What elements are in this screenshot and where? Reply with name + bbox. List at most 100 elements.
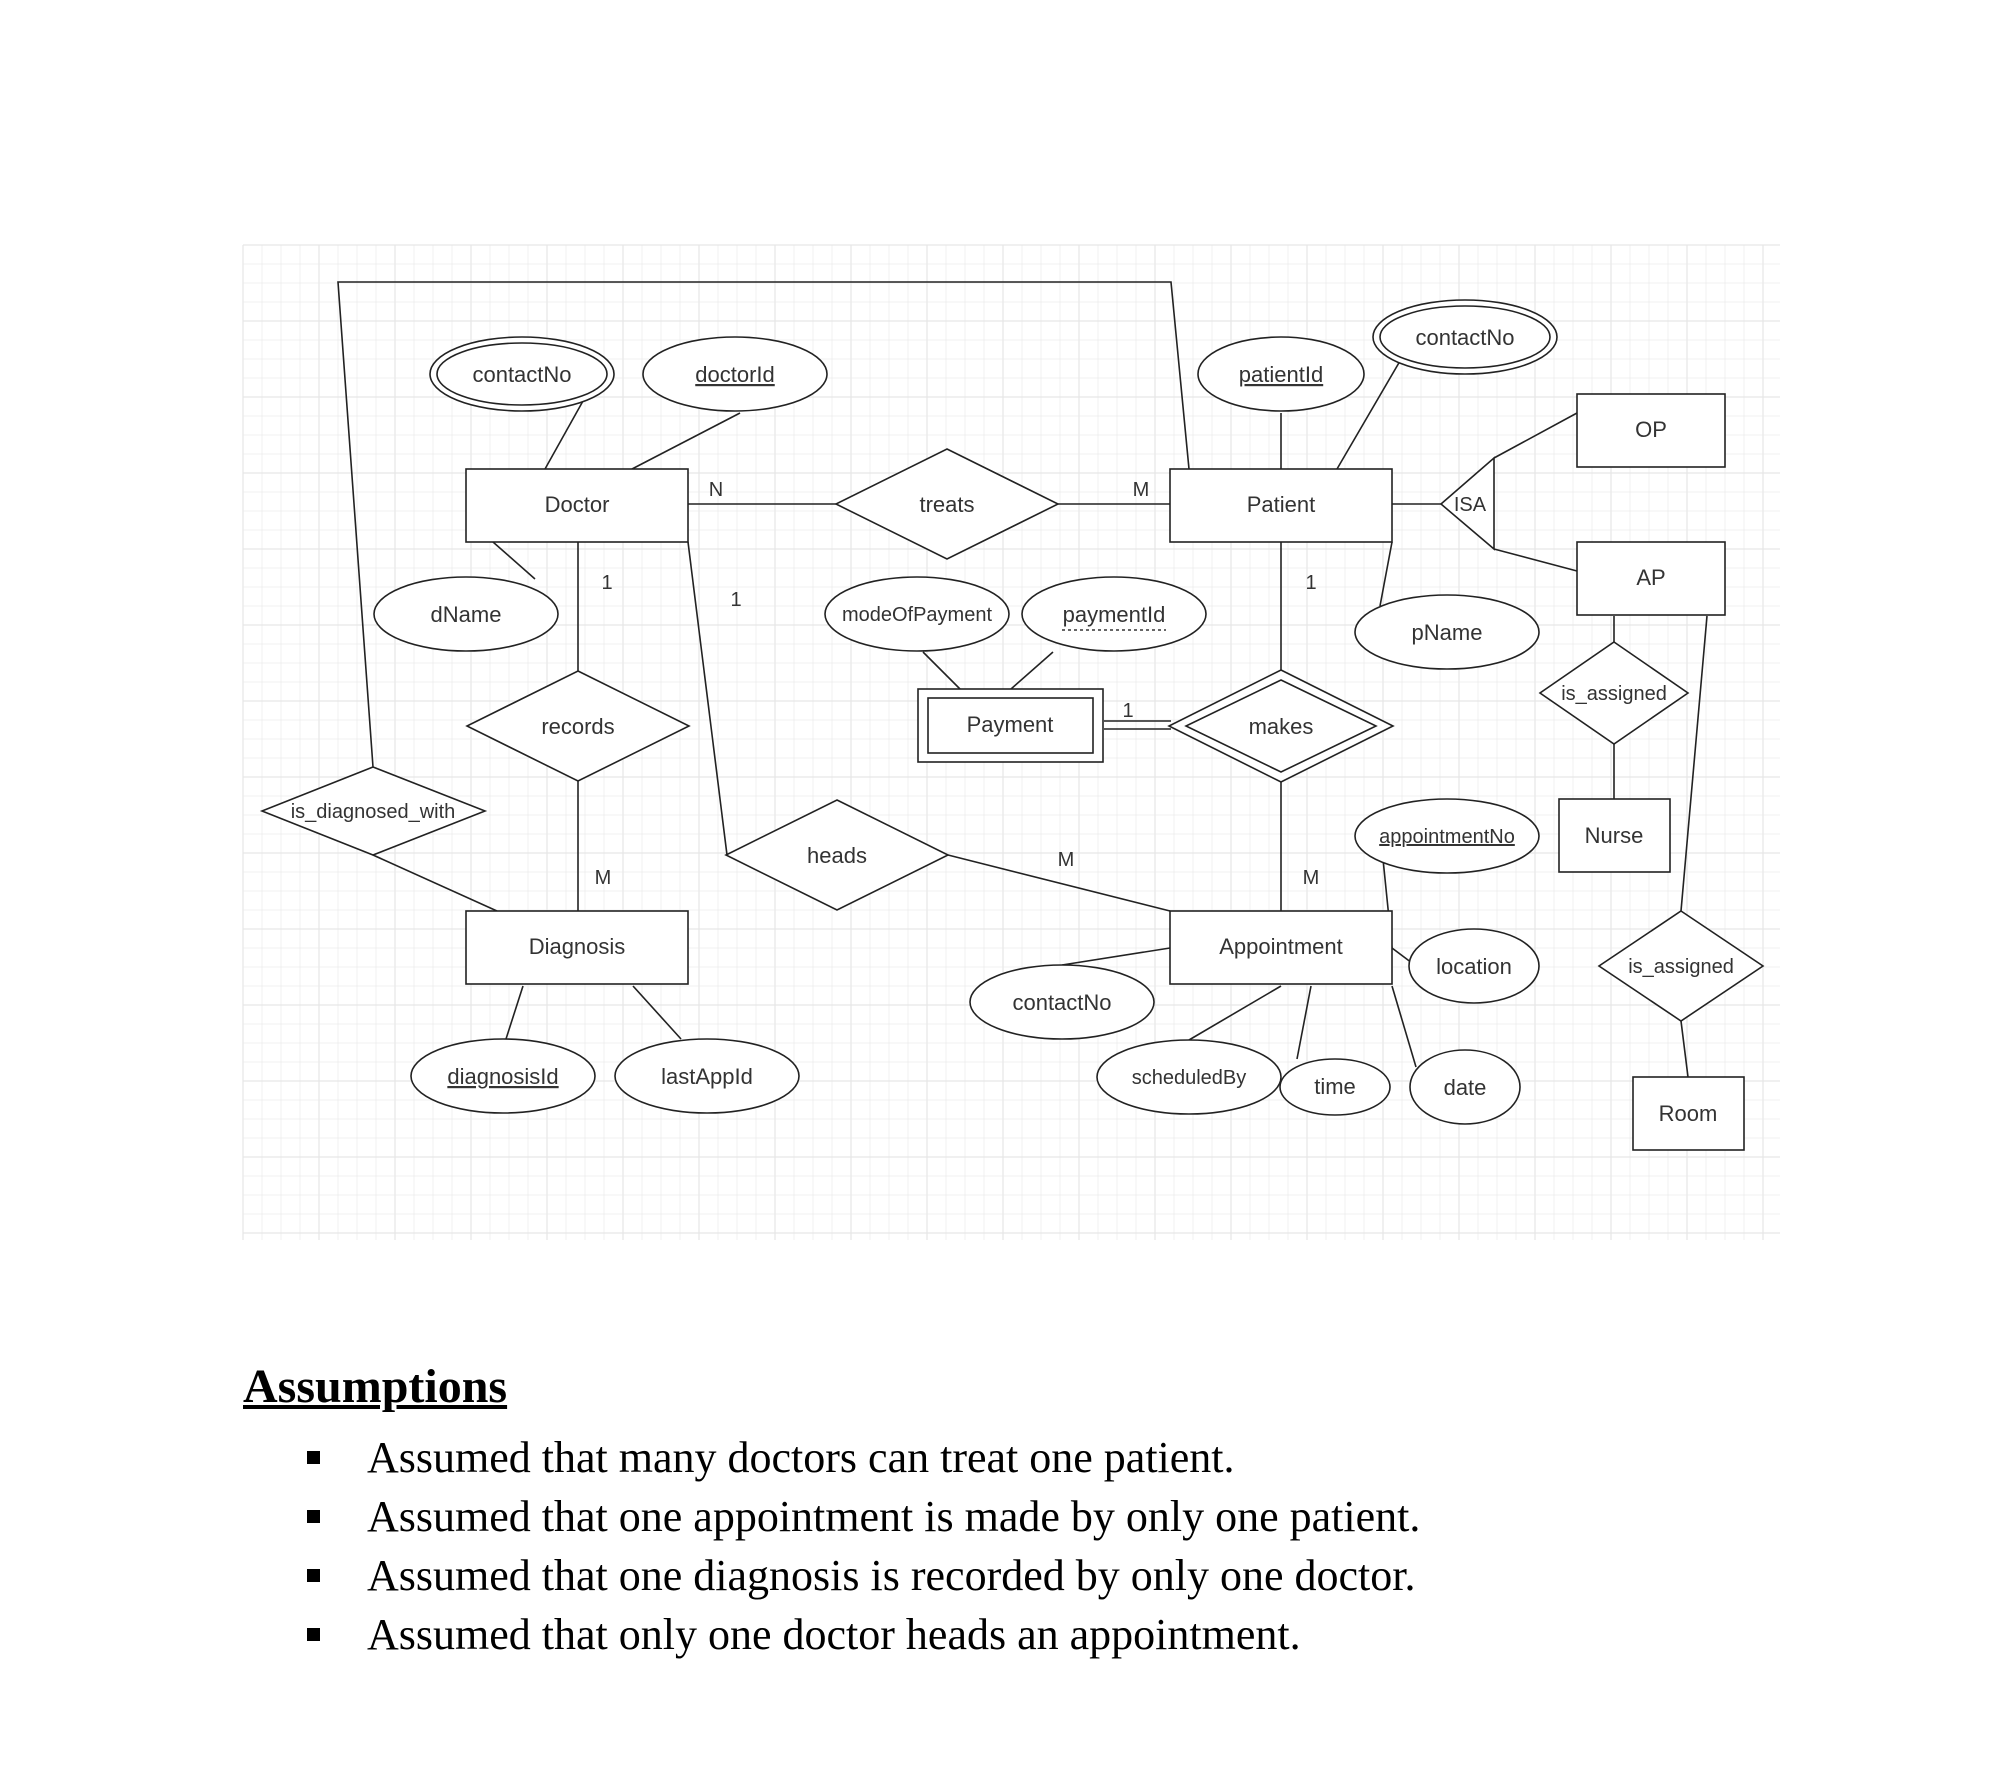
scheduledby-line [1188,985,1282,1041]
attribute-appointment-contactno-label: contactNo [1012,990,1111,1015]
square-bullet-icon [307,1568,320,1582]
cardinality-makes-payment: 1 [1122,700,1133,722]
relationship-records: records [465,670,691,782]
doctor-heads-line [687,541,728,856]
entity-doctor-label: Doctor [545,492,610,517]
cardinality-heads-appointment: M [1058,849,1075,871]
assumptions-section: Assumptions Assumed that many doctors ca… [243,1358,1843,1664]
list-item: Assumed that one appointment is made by … [307,1487,1843,1546]
entity-ap-label: AP [1636,565,1665,590]
attribute-dname-label: dName [431,602,502,627]
attribute-location: location [1408,928,1540,1004]
relationship-is-assigned-nurse: is_assigned [1538,641,1690,745]
attribute-modeofpayment-label: modeOfPayment [842,604,993,626]
relationship-heads-label: heads [807,843,867,868]
attribute-paymentid-label: paymentId [1063,602,1166,627]
cardinality-records-doctor: 1 [601,572,612,594]
attribute-patient-contactno-label: contactNo [1415,325,1514,350]
cardinality-treats-doctor: N [709,479,723,501]
pname-line [1379,541,1393,607]
attribute-lastappid-label: lastAppId [661,1064,753,1089]
assumption-text: Assumed that one diagnosis is recorded b… [367,1550,1416,1600]
assumption-text: Assumed that many doctors can treat one … [367,1432,1235,1482]
relationship-records-label: records [541,714,614,739]
attribute-date-label: date [1444,1075,1487,1100]
square-bullet-icon [307,1509,320,1523]
entity-ap: AP [1576,541,1726,616]
assumptions-title: Assumptions [243,1360,508,1413]
assumption-text: Assumed that one appointment is made by … [367,1491,1421,1541]
entity-nurse-label: Nurse [1585,823,1644,848]
ap-isassigned-room-line [1680,615,1708,912]
attribute-appointment-contactno: contactNo [969,964,1155,1040]
cardinality-heads-doctor: 1 [730,589,741,611]
entity-op-label: OP [1635,417,1667,442]
relationship-is-diagnosed-with: is_diagnosed_with [259,766,488,856]
isa-op-line [1493,412,1578,459]
attribute-doctorid-label: doctorId [695,362,775,387]
is-diagnosed-with-diagnosis-line [372,854,498,912]
entity-op: OP [1576,393,1726,468]
relationship-is-assigned-room: is_assigned [1597,910,1765,1022]
isa-label: ISA [1454,494,1487,516]
attribute-diagnosisid-label: diagnosisId [447,1064,558,1089]
entity-room: Room [1632,1076,1745,1151]
attribute-scheduledby-label: scheduledBy [1132,1067,1247,1089]
doctor-contactno-line [544,400,584,470]
date-line [1391,985,1417,1068]
attribute-appointmentno-label: appointmentNo [1379,826,1515,848]
attribute-dname: dName [373,576,559,652]
entity-nurse: Nurse [1558,798,1671,873]
attribute-pname-label: pName [1412,620,1483,645]
list-item: Assumed that only one doctor heads an ap… [307,1605,1843,1664]
attribute-scheduledby: scheduledBy [1096,1039,1282,1115]
attribute-patient-contactno: contactNo [1372,299,1558,375]
relationship-treats: treats [834,448,1060,560]
er-diagram: Doctor Patient OP AP Nurse Room Diagnosi… [242,244,1780,1240]
attribute-pname: pName [1354,594,1540,670]
attribute-doctor-contactno-label: contactNo [472,362,571,387]
attribute-time: time [1279,1058,1391,1116]
cardinality-makes-patient: 1 [1305,572,1316,594]
attribute-modeofpayment: modeOfPayment [824,576,1010,652]
isa-triangle: ISA [1439,456,1495,551]
is-diagnosed-with-patient-line [337,281,1190,768]
attribute-lastappid: lastAppId [614,1038,800,1114]
attribute-doctor-contactno: contactNo [429,336,615,412]
attribute-location-label: location [1436,954,1512,979]
attribute-date: date [1409,1049,1521,1125]
attribute-patientid: patientId [1197,336,1365,412]
entity-patient: Patient [1169,468,1393,543]
cardinality-records-diagnosis: M [595,867,612,889]
attribute-paymentid: paymentId [1021,576,1207,652]
attribute-doctorid: doctorId [642,336,828,412]
attribute-time-label: time [1314,1074,1356,1099]
isa-ap-line [1493,548,1578,572]
square-bullet-icon [307,1627,320,1641]
heads-appointment-line [947,854,1171,912]
relationship-is-assigned-nurse-label: is_assigned [1561,683,1667,705]
time-line [1296,985,1312,1060]
entity-room-label: Room [1659,1101,1718,1126]
doctorid-line [631,412,741,470]
entity-diagnosis: Diagnosis [465,910,689,985]
cardinality-treats-patient: M [1133,479,1150,501]
entity-doctor: Doctor [465,468,689,543]
relationship-is-diagnosed-with-label: is_diagnosed_with [291,801,456,823]
paymentid-line [1010,651,1054,690]
entity-appointment-label: Appointment [1219,934,1343,959]
relationship-treats-label: treats [919,492,974,517]
appointment-contactno-line [1061,947,1171,966]
square-bullet-icon [307,1450,320,1464]
modeofpayment-line [922,651,961,690]
relationship-heads: heads [724,799,950,911]
entity-appointment: Appointment [1169,910,1393,985]
relationship-makes: makes [1167,669,1395,783]
weak-entity-payment: Payment [917,688,1104,763]
attribute-appointmentno: appointmentNo [1354,798,1540,874]
attribute-diagnosisid: diagnosisId [410,1038,596,1114]
cardinality-makes-appointment: M [1303,867,1320,889]
connector-lines [337,281,1708,1078]
list-item: Assumed that many doctors can treat one … [307,1428,1843,1487]
relationship-makes-label: makes [1249,714,1314,739]
